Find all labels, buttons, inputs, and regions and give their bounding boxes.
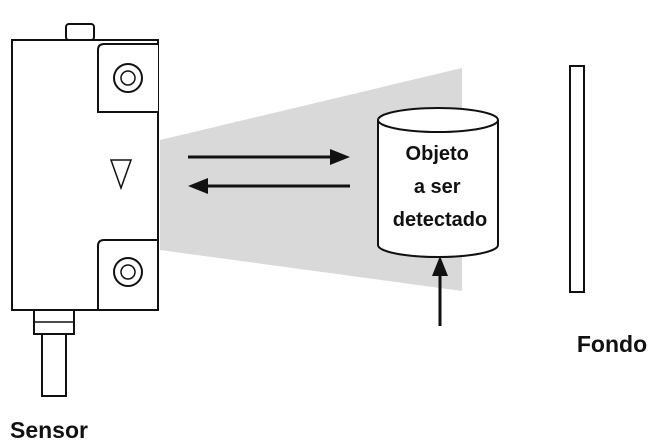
- background-plate: [569, 65, 585, 293]
- background-label: Fondo: [577, 331, 647, 357]
- sensor-label: Sensor: [10, 417, 88, 443]
- object-label-line-2: a ser: [414, 176, 461, 198]
- sensor-top-tab: [65, 23, 95, 41]
- svg-text:Objeto a ser detectado: Objeto a ser detectado: [393, 143, 487, 231]
- emitted-arrowhead: [330, 149, 350, 165]
- object-label-line-3: detectado: [393, 209, 487, 231]
- indicator-triangle: [109, 159, 133, 191]
- detected-object: [377, 107, 499, 258]
- sensor-cable: [41, 333, 67, 397]
- object-pointer-arrow: [432, 256, 448, 326]
- object-label-line-1: Objeto: [406, 143, 469, 165]
- reflected-arrowhead: [188, 178, 208, 194]
- sensor-body: [11, 23, 159, 397]
- signal-arrows: [188, 149, 350, 194]
